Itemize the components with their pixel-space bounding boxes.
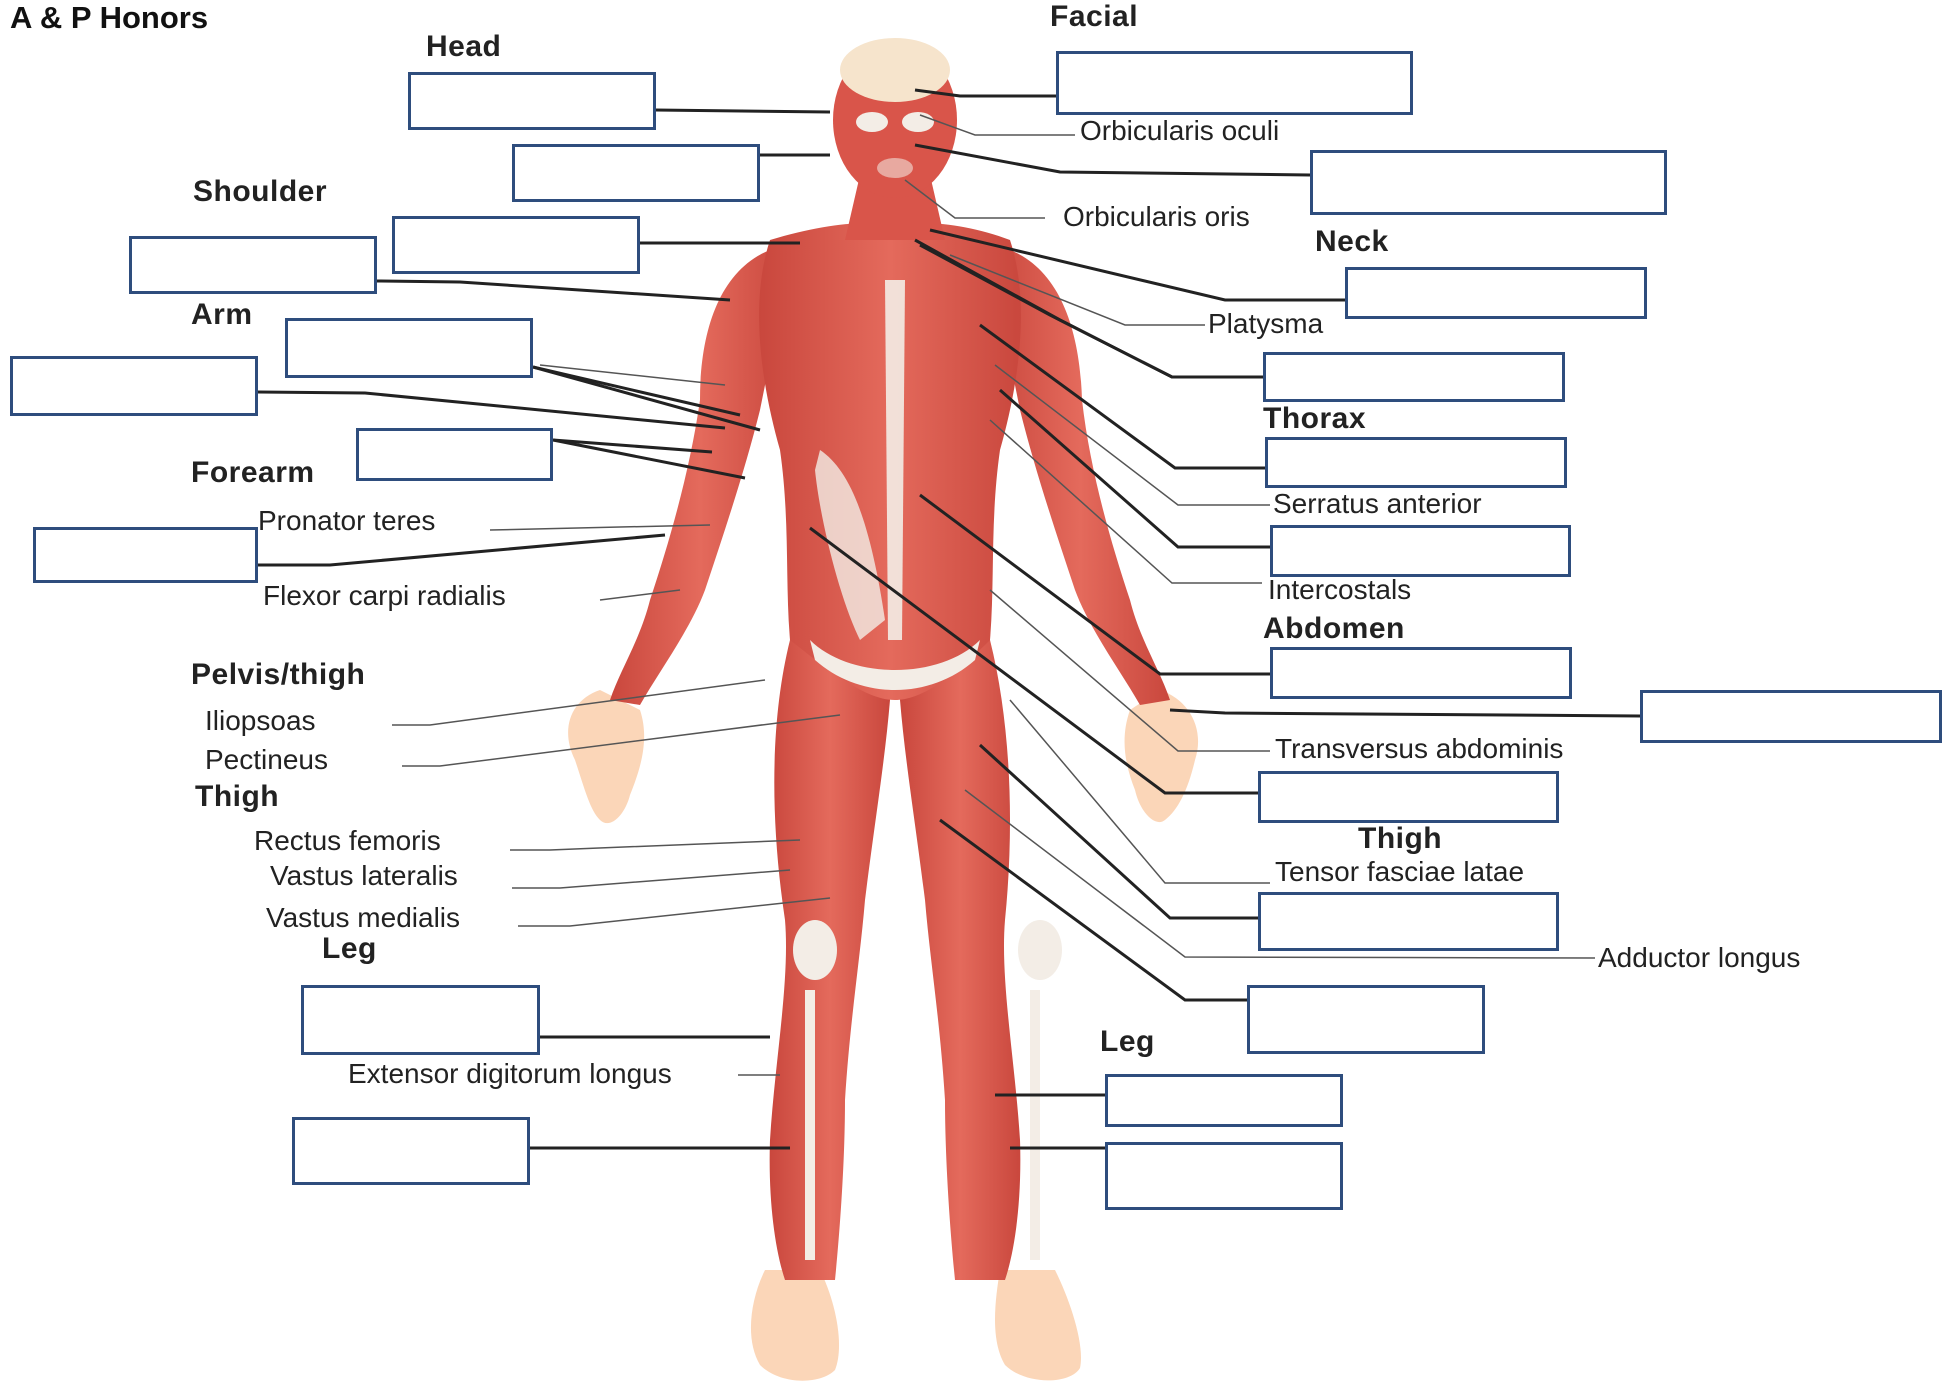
- answer-box-hand[interactable]: [1640, 690, 1942, 743]
- answer-box-forearm[interactable]: [33, 527, 258, 583]
- answer-box-arm-2[interactable]: [10, 356, 258, 416]
- label-flexor-carpi-radialis: Flexor carpi radialis: [263, 580, 506, 612]
- left-shin-tendon: [805, 990, 815, 1260]
- heading-head: Head: [426, 30, 501, 64]
- heading-arm: Arm: [191, 298, 253, 332]
- answer-box-abdomen[interactable]: [1270, 647, 1572, 699]
- label-extensor-digitorum-longus: Extensor digitorum longus: [348, 1058, 672, 1090]
- body-silhouette: [568, 38, 1198, 1381]
- right-leg: [900, 640, 1020, 1280]
- label-vastus-lateralis: Vastus lateralis: [270, 860, 458, 892]
- label-tensor-fasciae-latae: Tensor fasciae latae: [1275, 856, 1524, 888]
- label-adductor-longus: Adductor longus: [1598, 942, 1800, 974]
- heading-thorax: Thorax: [1263, 402, 1366, 436]
- heading-shoulder: Shoulder: [193, 175, 327, 209]
- left-eye-ring: [856, 112, 888, 132]
- heading-leg-right: Leg: [1100, 1025, 1155, 1059]
- answer-box-arm-1[interactable]: [285, 318, 533, 378]
- worksheet-title: A & P Honors: [10, 0, 208, 36]
- answer-box-thorax-2[interactable]: [1265, 437, 1567, 488]
- answer-box-thorax-3[interactable]: [1270, 525, 1571, 577]
- answer-box-arm-3[interactable]: [356, 428, 553, 481]
- answer-box-leg-right-1[interactable]: [1105, 1074, 1343, 1127]
- label-pronator-teres: Pronator teres: [258, 505, 435, 537]
- answer-box-facial-2[interactable]: [1310, 150, 1667, 215]
- label-platysma: Platysma: [1208, 308, 1323, 340]
- answer-box-leg-left-2[interactable]: [292, 1117, 530, 1185]
- right-foot: [995, 1270, 1081, 1380]
- heading-facial: Facial: [1050, 0, 1138, 34]
- heading-forearm: Forearm: [191, 456, 315, 490]
- label-transversus-abdominis: Transversus abdominis: [1275, 733, 1563, 765]
- left-knee: [793, 920, 837, 980]
- answer-box-neck-left[interactable]: [392, 216, 640, 274]
- answer-box-head-2[interactable]: [512, 144, 760, 202]
- right-eye-ring: [902, 112, 934, 132]
- label-intercostals: Intercostals: [1268, 574, 1411, 606]
- label-pectineus: Pectineus: [205, 744, 328, 776]
- answer-box-shoulder[interactable]: [129, 236, 377, 294]
- answer-box-head[interactable]: [408, 72, 656, 130]
- label-vastus-medialis: Vastus medialis: [266, 902, 460, 934]
- label-orbicularis-oris: Orbicularis oris: [1063, 201, 1250, 233]
- label-orbicularis-oculi: Orbicularis oculi: [1080, 115, 1279, 147]
- answer-box-leg-left-1[interactable]: [301, 985, 540, 1055]
- label-iliopsoas: Iliopsoas: [205, 705, 316, 737]
- heading-neck: Neck: [1315, 225, 1389, 259]
- left-hand: [568, 690, 644, 823]
- answer-box-thigh-2[interactable]: [1247, 985, 1485, 1054]
- answer-box-leg-right-2[interactable]: [1105, 1142, 1343, 1210]
- heading-pelvis-thigh: Pelvis/thigh: [191, 658, 365, 692]
- right-shin-tendon: [1030, 990, 1040, 1260]
- left-foot: [751, 1270, 839, 1381]
- answer-box-thorax-1[interactable]: [1263, 352, 1565, 402]
- heading-thigh-right: Thigh: [1358, 822, 1442, 856]
- label-serratus-anterior: Serratus anterior: [1273, 488, 1482, 520]
- answer-box-facial[interactable]: [1056, 51, 1413, 115]
- right-knee: [1018, 920, 1062, 980]
- heading-thigh-left: Thigh: [195, 780, 279, 814]
- heading-abdomen: Abdomen: [1263, 612, 1405, 646]
- answer-box-abdomen-2[interactable]: [1258, 771, 1559, 823]
- answer-box-neck[interactable]: [1345, 267, 1647, 319]
- mouth-ring: [877, 158, 913, 178]
- answer-box-thigh[interactable]: [1258, 892, 1559, 951]
- label-rectus-femoris: Rectus femoris: [254, 825, 441, 857]
- heading-leg-left: Leg: [322, 932, 377, 966]
